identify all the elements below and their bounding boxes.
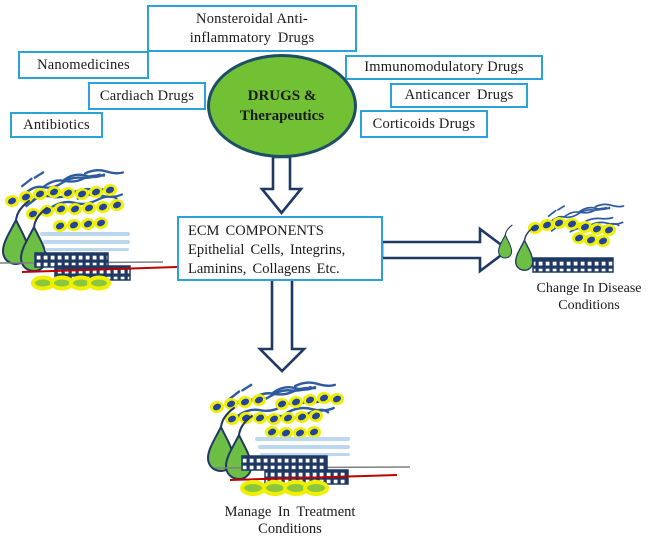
box-immunomodulatory-label: Immunomodulatory Drugs [364, 59, 524, 75]
ecm-line2: Epithelial Cells, Integrins, [188, 242, 346, 258]
box-cardiach: Cardiach Drugs [88, 82, 206, 110]
ecm-illustration-left [0, 169, 178, 291]
box-nonsteroidal-line2: inflammatory Drugs [189, 29, 315, 46]
caption-disease-line1: Change In Disease [536, 281, 642, 296]
ecm-components-box: ECM COMPONENTS Epithelial Cells, Integri… [177, 216, 383, 281]
box-corticoids-label: Corticoids Drugs [372, 115, 476, 132]
caption-treatment-conditions: Manage In Treatment Conditions [195, 504, 385, 537]
box-nanomedicines-label: Nanomedicines [37, 56, 130, 73]
ecm-line1: ECM COMPONENTS [188, 223, 324, 239]
box-corticoids: Corticoids Drugs [360, 110, 488, 138]
box-nonsteroidal-line1: Nonsteroidal Anti- [196, 10, 308, 27]
box-immunomodulatory: Immunomodulatory Drugs [345, 55, 543, 80]
box-antibiotics-label: Antibiotics [23, 116, 90, 133]
hub-line2: Therapeutics [239, 108, 325, 124]
caption-disease-line2: Conditions [558, 297, 620, 313]
hub-line1: DRUGS & [247, 88, 317, 104]
caption-treatment-line1: Manage In Treatment [224, 504, 356, 520]
caption-disease-conditions: Change In Disease Conditions [518, 281, 650, 314]
arrow-ecm-to-treatment [256, 277, 308, 373]
drugs-therapeutics-hub: DRUGS & Therapeutics [207, 54, 357, 158]
ecm-line3: Laminins, Collagens Etc. [188, 261, 340, 277]
arrow-ecm-to-disease [380, 226, 511, 274]
box-nonsteroidal: Nonsteroidal Anti- inflammatory Drugs [147, 5, 357, 52]
box-anticancer-label: Anticancer Drugs [404, 87, 514, 103]
ecm-illustration-right [497, 203, 625, 273]
box-anticancer: Anticancer Drugs [390, 83, 528, 108]
arrow-hub-to-ecm [259, 155, 304, 216]
box-cardiach-label: Cardiach Drugs [99, 87, 195, 104]
box-nanomedicines: Nanomedicines [18, 51, 149, 79]
ecm-illustration-bottom [207, 381, 411, 496]
box-antibiotics: Antibiotics [10, 112, 103, 138]
caption-treatment-line2: Conditions [258, 520, 322, 537]
